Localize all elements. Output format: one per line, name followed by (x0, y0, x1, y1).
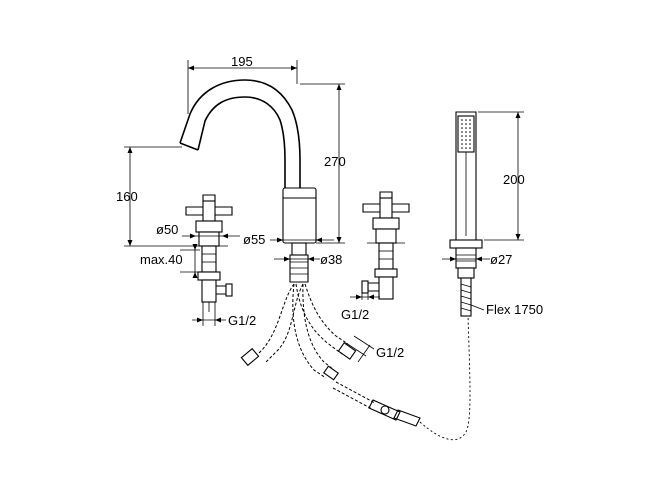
deck-thickness-dimension: max.40 (140, 244, 200, 278)
left-connection-label: G1/2 (228, 313, 256, 328)
flex-hose-label: Flex 1750 (486, 302, 543, 317)
shower-height-label: 200 (503, 172, 525, 187)
valve-height-label: 160 (116, 189, 138, 204)
spout-reach-dimension: 195 (187, 54, 298, 114)
right-connection-label: G1/2 (341, 307, 369, 322)
valve-diameter-label: ø50 (156, 222, 178, 237)
spout-shank-label: ø38 (320, 252, 342, 267)
shower-spray-holes (461, 119, 471, 149)
left-valve (185, 194, 233, 312)
spout-diameter-label: ø55 (243, 232, 265, 247)
hose-connection-dimension: G1/2 (345, 335, 404, 363)
spout-diameter-dimension: ø55 (243, 232, 334, 247)
hand-shower (449, 111, 483, 317)
right-valve (361, 191, 410, 300)
left-connection-dimension: G1/2 (192, 302, 256, 328)
shower-diameter-dimension: ø27 (442, 252, 512, 267)
shower-diameter-label: ø27 (490, 252, 512, 267)
spout (179, 79, 317, 283)
valve-height-dimension: 160 (116, 146, 190, 247)
right-connection-dimension: G1/2 (341, 293, 380, 322)
spout-height-dimension: 270 (300, 83, 346, 244)
spout-height-label: 270 (324, 154, 346, 169)
flex-hose-callout: Flex 1750 (470, 302, 543, 317)
hose-connection-label: G1/2 (376, 345, 404, 360)
supply-hoses (240, 283, 421, 427)
flex-hose-line (419, 315, 471, 441)
spout-shank-dimension: ø38 (274, 252, 342, 267)
valve-diameter-dimension: ø50 (156, 222, 240, 239)
deck-thickness-label: max.40 (140, 252, 183, 267)
shower-height-dimension: 200 (478, 111, 525, 241)
spout-reach-label: 195 (231, 54, 253, 69)
